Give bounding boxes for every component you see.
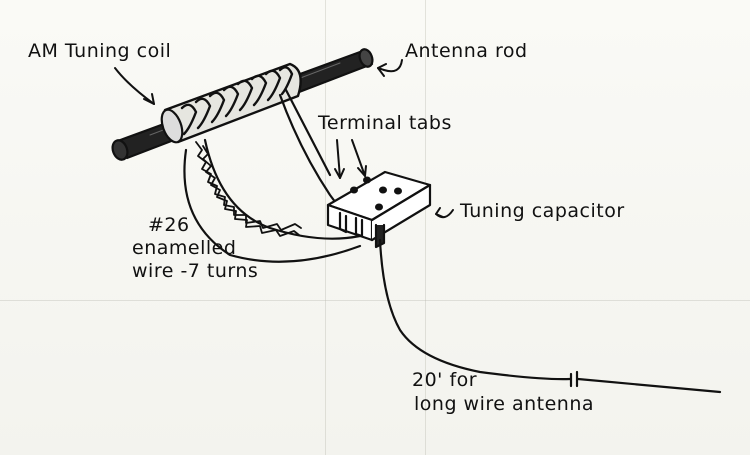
fold-line-vertical <box>325 0 326 455</box>
terminal-tabs <box>350 176 402 211</box>
label-long-wire-antenna: long wire antenna <box>414 393 595 415</box>
label-terminal-tabs: Terminal tabs <box>318 112 452 134</box>
coil-windings <box>180 66 294 136</box>
coil-leads <box>183 88 362 263</box>
label-wire-gauge: #26 <box>148 214 190 236</box>
label-wire-type: enamelled <box>132 237 237 259</box>
label-tuning-coil: AM Tuning coil <box>28 40 172 62</box>
fold-line-horizontal <box>0 300 750 301</box>
label-tuning-capacitor: Tuning capacitor <box>460 200 625 222</box>
label-wire-turns: wire -7 turns <box>132 260 259 282</box>
fold-line-vertical-2 <box>425 0 426 455</box>
loop-wire-7-turns <box>195 141 302 237</box>
label-long-wire-length: 20' for <box>412 369 478 391</box>
label-arrows <box>114 59 454 219</box>
long-wire-lead <box>378 238 722 394</box>
tuning-capacitor-body <box>326 170 432 249</box>
label-antenna-rod: Antenna rod <box>405 40 528 62</box>
